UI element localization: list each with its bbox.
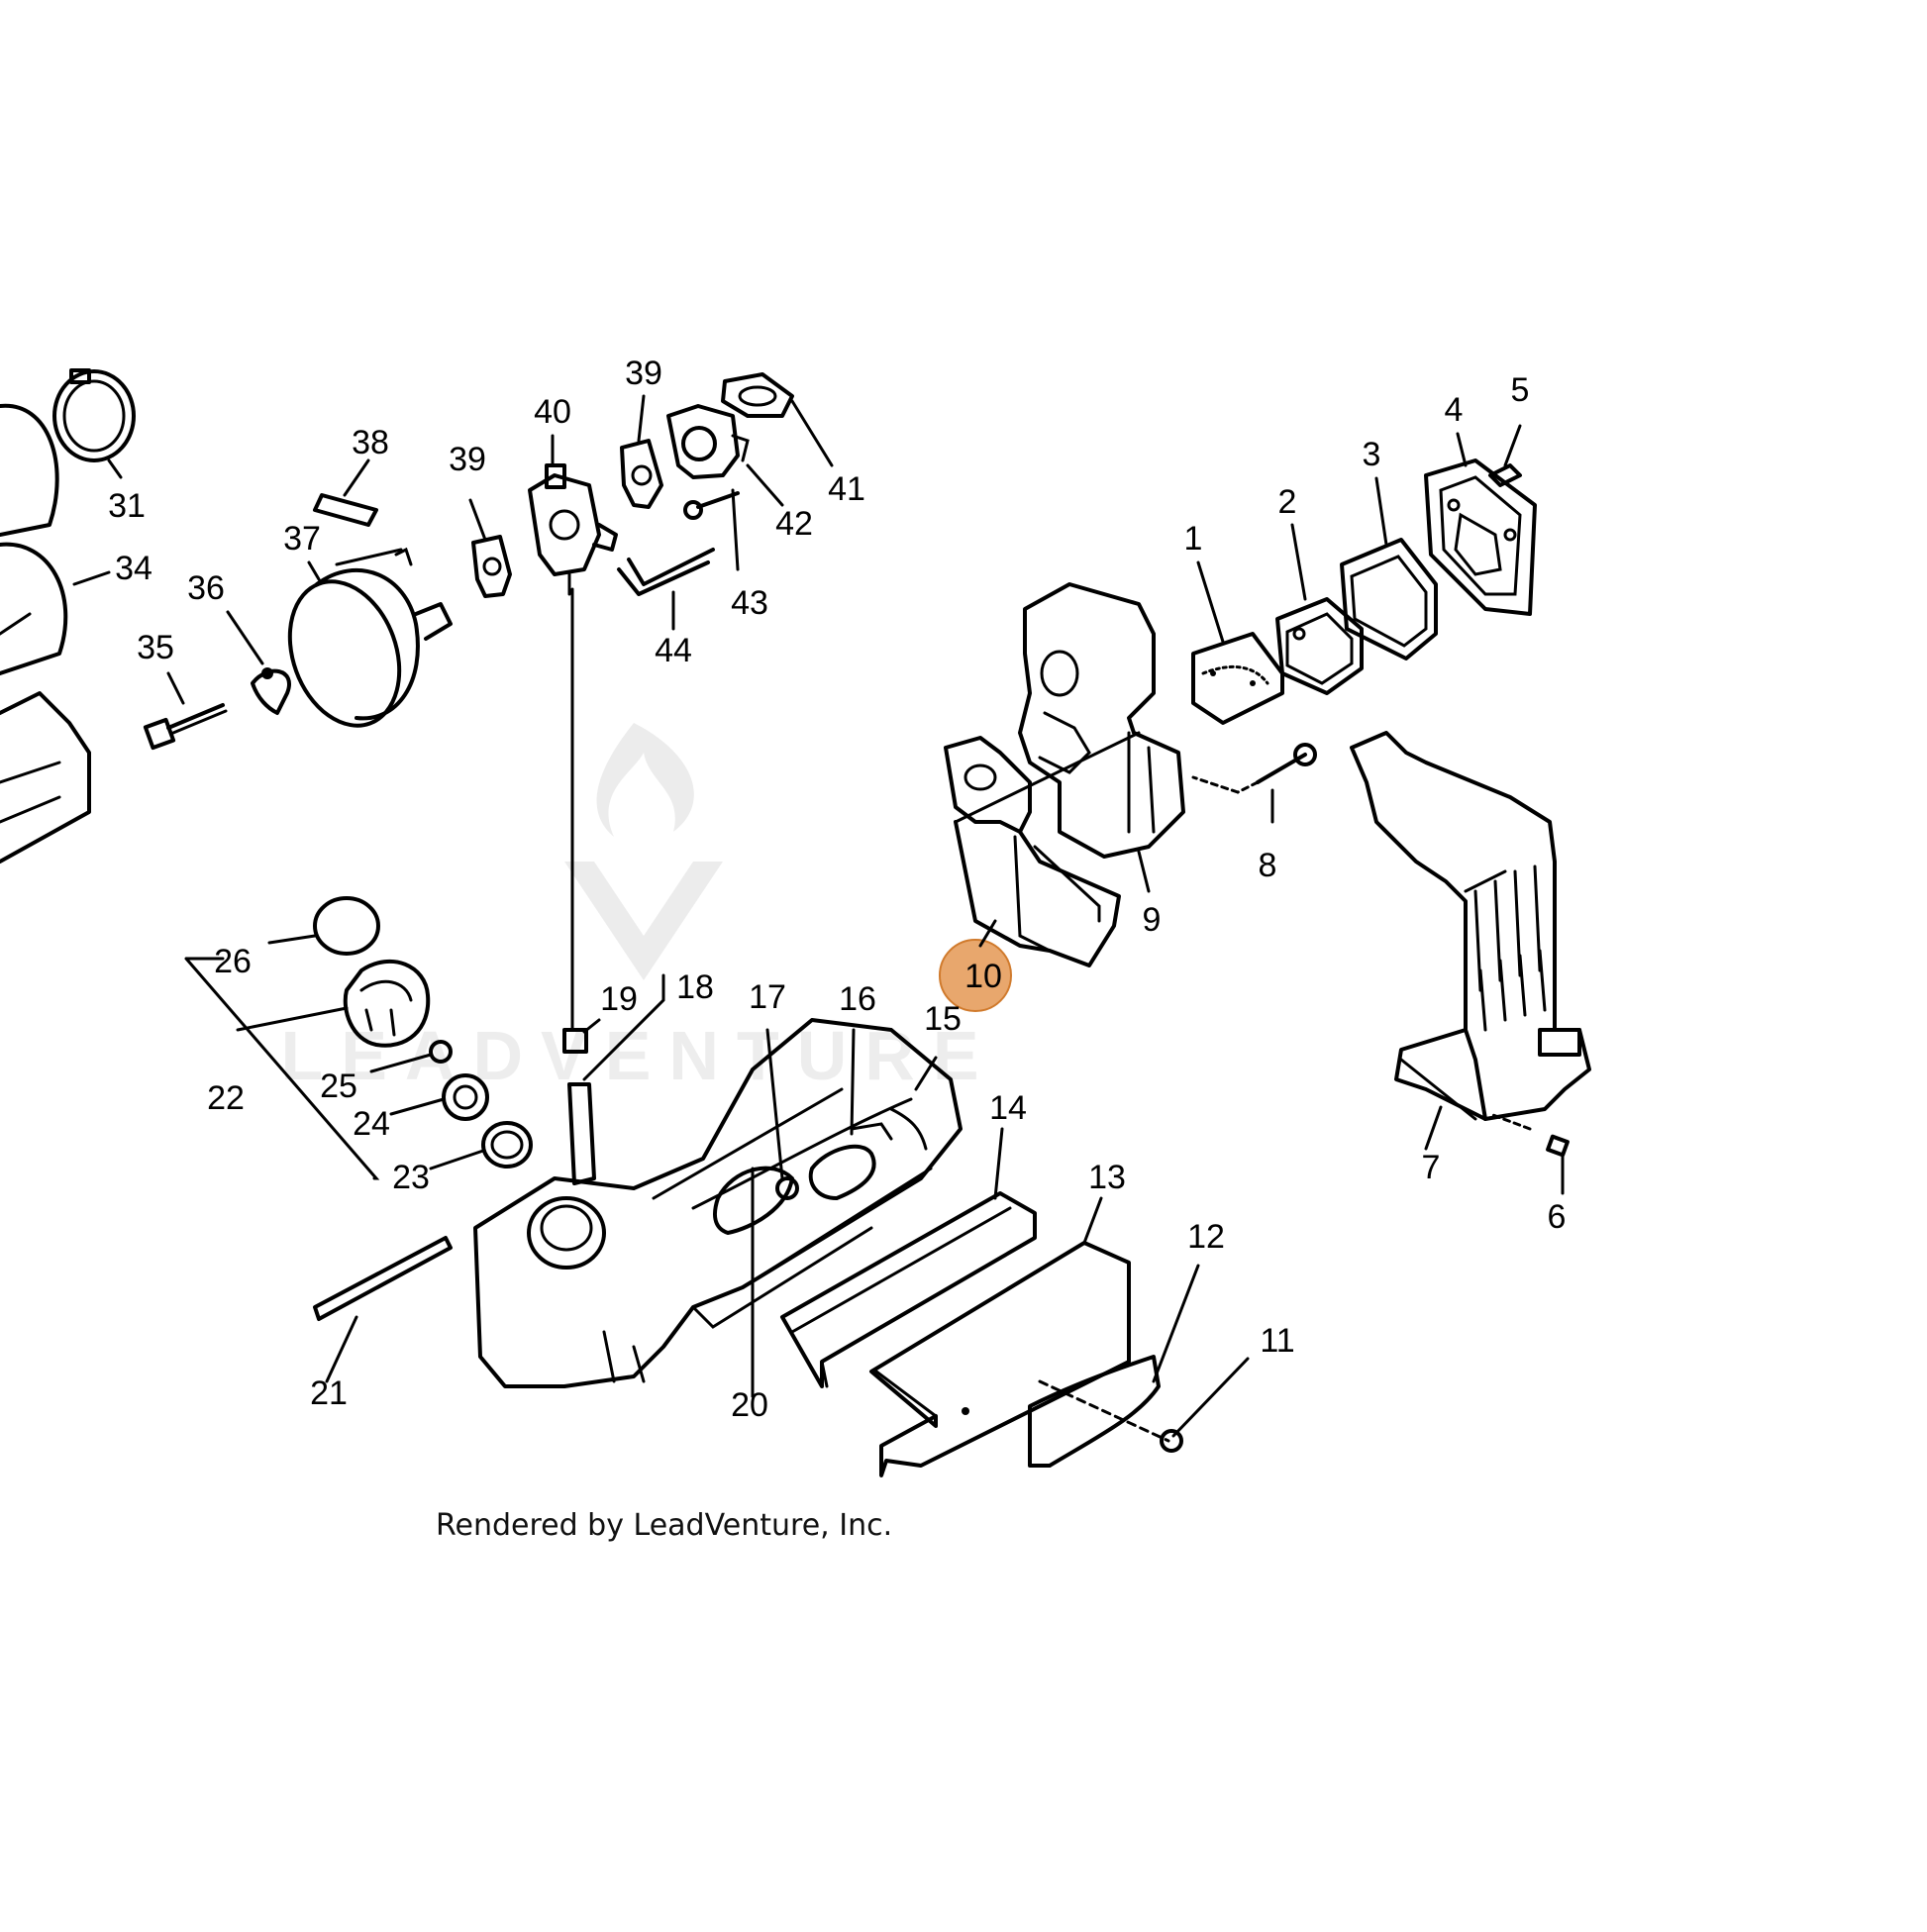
callout-40: 40 bbox=[534, 393, 571, 431]
part-41-gasket bbox=[721, 372, 794, 418]
callout-41: 41 bbox=[828, 470, 865, 508]
part-19-grommet bbox=[562, 1028, 588, 1054]
part-12-cover-plate bbox=[1028, 1355, 1170, 1468]
bracket-22-group bbox=[184, 957, 380, 1180]
part-13-heat-shield bbox=[869, 1241, 1131, 1477]
callout-34: 34 bbox=[115, 550, 152, 587]
callout-17: 17 bbox=[749, 978, 786, 1016]
callout-labels: 1 2 3 4 5 6 7 8 9 10 11 12 13 14 15 16 1… bbox=[108, 355, 1566, 1424]
part-42-insulator-block bbox=[666, 404, 750, 479]
part-40-carburetor bbox=[528, 463, 618, 596]
part-37-recoil-starter bbox=[287, 547, 453, 728]
callout-2: 2 bbox=[1278, 483, 1297, 521]
part-17-clamp bbox=[775, 1176, 799, 1200]
part-39-gasket-right bbox=[620, 439, 663, 509]
part-11-screw bbox=[1160, 1429, 1183, 1453]
callout-25: 25 bbox=[320, 1068, 357, 1105]
callout-8: 8 bbox=[1259, 847, 1277, 884]
part-38-gasket-strip bbox=[313, 493, 378, 527]
callout-21: 21 bbox=[310, 1374, 348, 1412]
callout-1: 1 bbox=[1184, 520, 1203, 558]
callout-4: 4 bbox=[1445, 391, 1464, 429]
part-21-tube bbox=[313, 1236, 453, 1321]
part-26-cap-gasket bbox=[313, 896, 380, 956]
part-engine-housing-edge bbox=[0, 691, 91, 864]
part-3-gasket bbox=[1340, 538, 1438, 661]
callout-22: 22 bbox=[207, 1079, 245, 1117]
callout-38: 38 bbox=[352, 424, 389, 461]
part-5-bolt bbox=[1488, 463, 1522, 487]
callout-26: 26 bbox=[214, 943, 252, 980]
callout-18: 18 bbox=[676, 968, 714, 1006]
part-2-gasket-plate bbox=[1275, 597, 1364, 695]
callout-44: 44 bbox=[655, 632, 692, 669]
callout-37: 37 bbox=[283, 520, 321, 558]
part-6-screw bbox=[1488, 1112, 1570, 1158]
callout-7: 7 bbox=[1422, 1149, 1441, 1186]
part-4-flange-plate bbox=[1424, 458, 1537, 616]
part-14-tank-guard bbox=[780, 1191, 1037, 1388]
watermark: LEADVENTURE bbox=[280, 723, 996, 1094]
callout-16: 16 bbox=[839, 980, 876, 1018]
part-9-muffler bbox=[954, 582, 1185, 859]
watermark-text: LEADVENTURE bbox=[280, 1017, 996, 1094]
callout-39-left: 39 bbox=[449, 441, 486, 478]
callout-13: 13 bbox=[1088, 1159, 1126, 1196]
callout-35: 35 bbox=[137, 629, 174, 666]
part-31-seal-ring bbox=[52, 368, 136, 462]
part-24-vent-disc bbox=[442, 1073, 489, 1121]
callout-9: 9 bbox=[1143, 901, 1162, 939]
callout-42: 42 bbox=[775, 505, 813, 543]
callout-39-right: 39 bbox=[625, 355, 662, 392]
callout-19: 19 bbox=[600, 980, 638, 1018]
callout-3: 3 bbox=[1363, 436, 1381, 473]
callout-11: 11 bbox=[1260, 1322, 1294, 1360]
part-35-bolt bbox=[143, 703, 228, 751]
callout-20: 20 bbox=[731, 1386, 768, 1424]
part-18-fill-pipe bbox=[567, 1082, 596, 1185]
flame-v-logo-icon bbox=[564, 723, 723, 980]
callout-24: 24 bbox=[353, 1105, 390, 1143]
part-22-fuel-cap bbox=[343, 960, 431, 1048]
callout-43: 43 bbox=[731, 584, 768, 622]
part-36-clip bbox=[251, 667, 291, 715]
part-20-fuel-line bbox=[713, 1166, 794, 1398]
render-credit: Rendered by LeadVenture, Inc. bbox=[436, 1508, 892, 1543]
callout-10: 10 bbox=[964, 958, 1002, 995]
callout-10-highlight bbox=[939, 939, 1012, 1012]
callout-31: 31 bbox=[108, 487, 146, 525]
part-23-o-ring bbox=[481, 1121, 533, 1169]
callout-36: 36 bbox=[187, 569, 225, 607]
part-25-vent-pin bbox=[429, 1040, 453, 1064]
callout-23: 23 bbox=[392, 1159, 430, 1196]
leader-lines bbox=[72, 394, 1565, 1438]
callout-12: 12 bbox=[1187, 1218, 1225, 1256]
part-7-shield-bracket bbox=[1350, 731, 1591, 1121]
part-16-fuel-filter bbox=[808, 1122, 893, 1200]
callout-5: 5 bbox=[1511, 371, 1530, 409]
part-44-hose bbox=[617, 548, 715, 596]
callout-15: 15 bbox=[924, 1000, 962, 1038]
callout-6: 6 bbox=[1548, 1198, 1567, 1236]
part-8-bolt bbox=[1191, 743, 1317, 794]
part-39-gasket-left bbox=[471, 535, 512, 598]
part-15-fuel-tank bbox=[473, 1018, 963, 1388]
part-43-screw bbox=[683, 491, 740, 520]
callout-14: 14 bbox=[989, 1089, 1027, 1127]
part-1-gasket bbox=[1191, 632, 1284, 725]
part-34-recoil-cover bbox=[0, 403, 68, 675]
